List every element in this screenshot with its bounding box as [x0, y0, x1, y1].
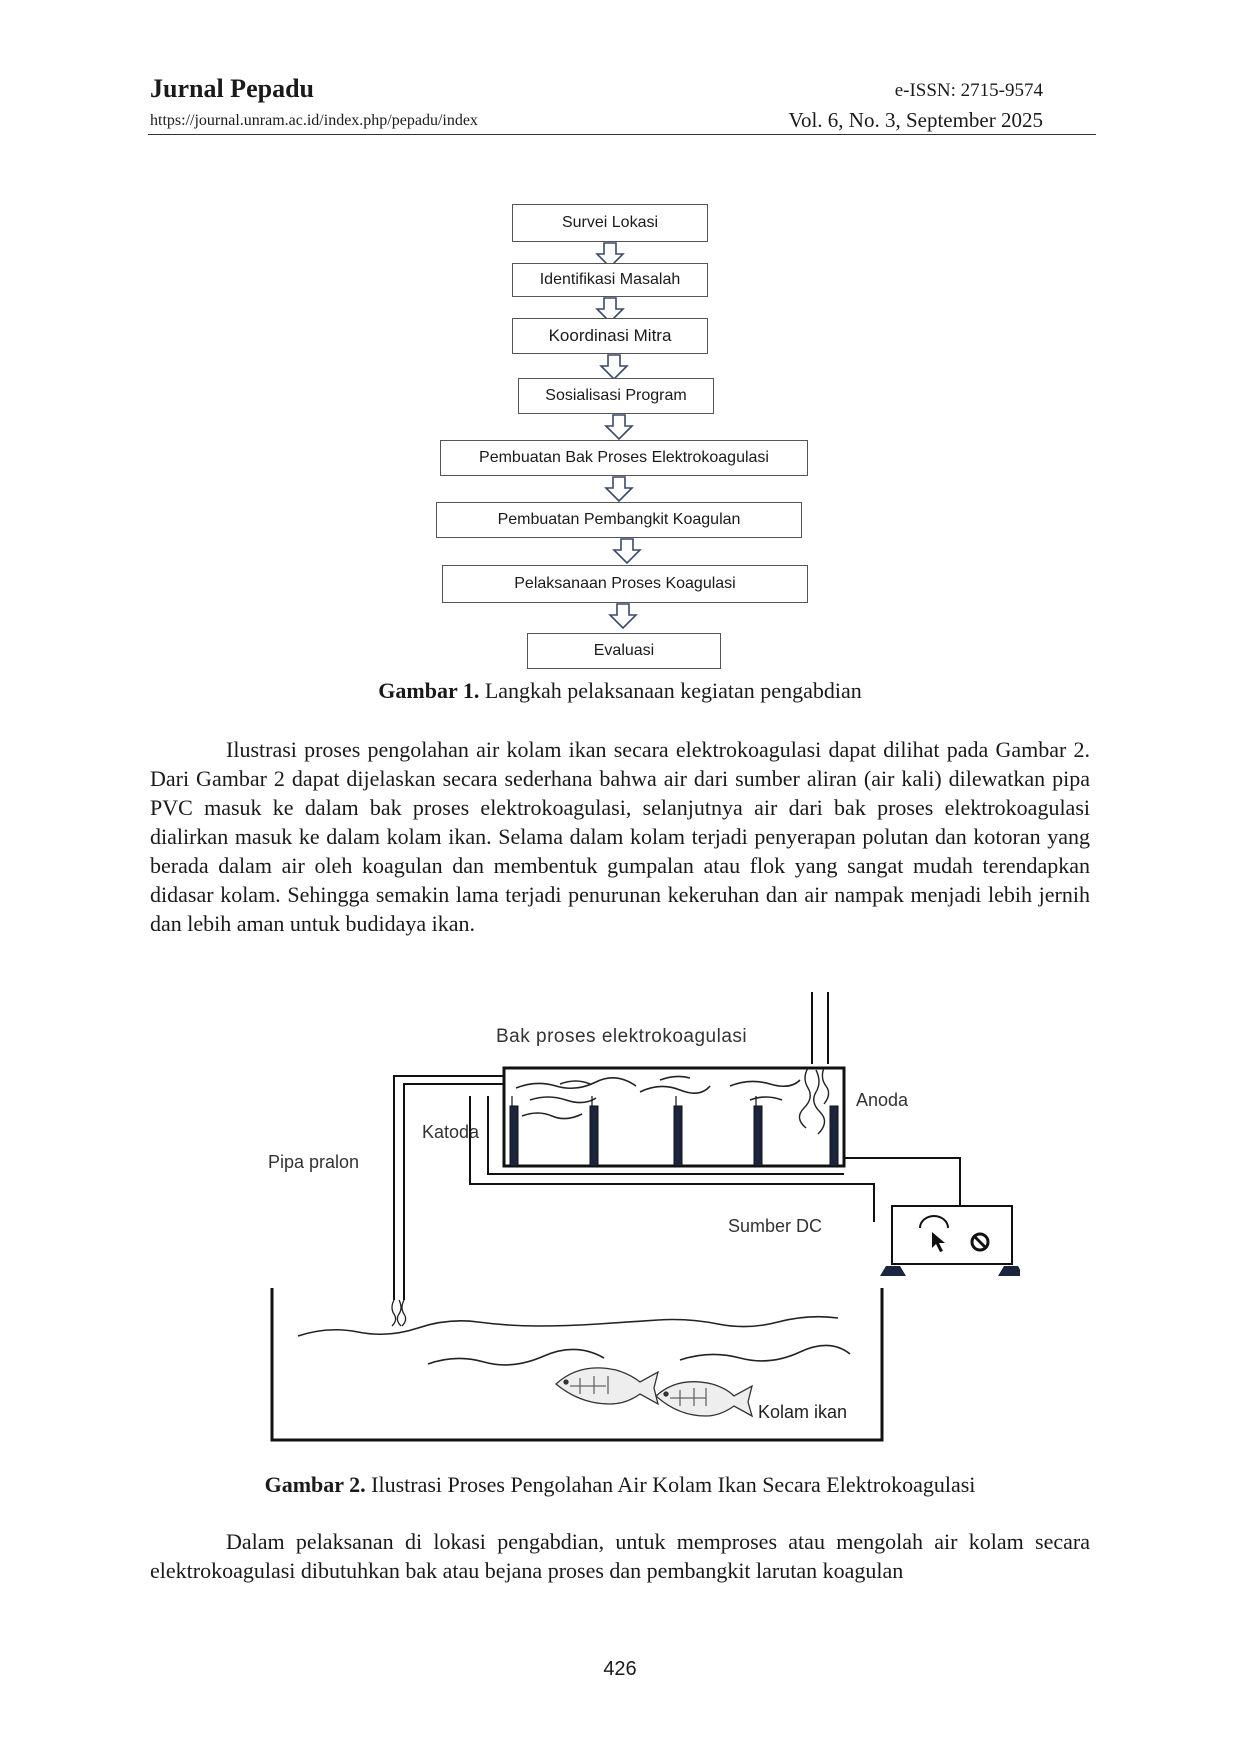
paragraph-1: Ilustrasi proses pengolahan air kolam ik…: [150, 737, 1090, 936]
flow-step-survei: Survei Lokasi: [512, 204, 708, 242]
electrode-wires: [511, 1096, 757, 1106]
dc-wiring: [469, 1096, 961, 1222]
pond-water-waves: [297, 1315, 851, 1366]
cathode-label: Katoda: [422, 1122, 480, 1142]
outlet-pipe: [393, 1075, 504, 1300]
journal-title: Jurnal Pepadu: [150, 74, 314, 103]
figure-2-text: Ilustrasi Proses Pengolahan Air Kolam Ik…: [371, 1472, 976, 1497]
figure-2-label: Gambar 2.: [264, 1472, 366, 1497]
figure-2-caption: Gambar 2. Ilustrasi Proses Pengolahan Ai…: [0, 1472, 1240, 1498]
inlet-water-stream: [798, 1067, 830, 1135]
figure-1-caption: Gambar 1. Langkah pelaksanaan kegiatan p…: [0, 678, 1240, 704]
tank-label: Bak proses elektrokoagulasi: [496, 1026, 747, 1047]
tank-water-waves: [515, 1075, 801, 1120]
flow-step-identifikasi: Identifikasi Masalah: [512, 263, 708, 297]
figure-1-text: Langkah pelaksanaan kegiatan pengabdian: [484, 678, 862, 703]
down-arrow-icon: [595, 297, 625, 323]
header-divider: [148, 134, 1096, 135]
down-arrow-icon: [604, 414, 634, 440]
journal-url[interactable]: https://journal.unram.ac.id/index.php/pe…: [150, 112, 478, 129]
down-arrow-icon: [599, 354, 629, 380]
pipe-label: Pipa pralon: [268, 1152, 359, 1172]
flow-step-sosialisasi: Sosialisasi Program: [518, 378, 714, 414]
down-arrow-icon: [608, 603, 638, 629]
figure-1-label: Gambar 1.: [378, 678, 480, 703]
dc-source: [880, 1205, 1020, 1276]
outlet-water-stream: [391, 1299, 407, 1327]
dc-source-label: Sumber DC: [728, 1216, 822, 1236]
inlet-pipe: [811, 992, 829, 1064]
flow-step-pembangkit: Pembuatan Pembangkit Koagulan: [436, 502, 802, 538]
journal-volume: Vol. 6, No. 3, September 2025: [788, 108, 1043, 132]
down-arrow-icon: [612, 538, 642, 564]
electrodes: [509, 1105, 839, 1167]
down-arrow-icon: [595, 242, 625, 268]
flow-step-koordinasi: Koordinasi Mitra: [512, 318, 708, 354]
pond-label: Kolam ikan: [758, 1402, 847, 1422]
flow-step-pelaksanaan: Pelaksanaan Proses Koagulasi: [442, 565, 808, 603]
fish-icon: [655, 1381, 754, 1418]
paragraph-2: Dalam pelaksanan di lokasi pengabdian, u…: [150, 1529, 1090, 1583]
fish-pond: [270, 1288, 884, 1442]
cursor-arrow-icon: [932, 1232, 945, 1252]
journal-issn: e-ISSN: 2715-9574: [894, 80, 1043, 101]
down-arrow-icon: [604, 476, 634, 502]
flow-step-pembuatan-bak: Pembuatan Bak Proses Elektrokoagulasi: [440, 440, 808, 476]
electrocoagulation-illustration: Bak proses elektrokoagulasi Katoda Anoda…: [268, 992, 1020, 1442]
page-number: 426: [603, 1658, 637, 1680]
flow-step-evaluasi: Evaluasi: [527, 633, 721, 669]
anode-label: Anoda: [856, 1090, 909, 1110]
fish-icon: [555, 1367, 659, 1406]
